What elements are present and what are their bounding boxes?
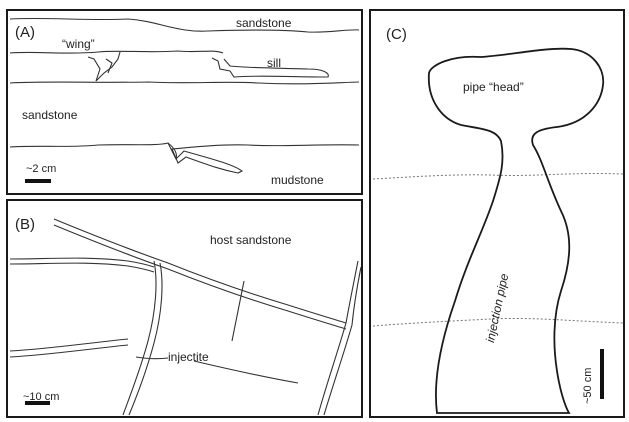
label-sandstone-mid: sandstone xyxy=(22,109,77,121)
bedding-trace-upper xyxy=(373,174,623,179)
label-sandstone-top: sandstone xyxy=(236,17,291,29)
panel-b-label: (B) xyxy=(15,217,35,232)
upper-sandstone-boundary xyxy=(10,18,359,32)
lower-sill-contact xyxy=(10,82,359,84)
scale-label-b: ~10 cm xyxy=(23,392,59,403)
host-bed-upper-edge xyxy=(54,219,346,323)
right-vertical-dike-b xyxy=(324,325,352,415)
label-mudstone: mudstone xyxy=(271,174,324,186)
panel-c: (C) pipe “head” injection pipe ~50 cm xyxy=(369,9,625,418)
upper-sill-contact xyxy=(10,51,223,53)
panel-a: (A) sandstone “wing” sill sandstone muds… xyxy=(6,9,363,195)
scale-label-c: ~50 cm xyxy=(583,368,594,404)
diagonal-left-upper xyxy=(10,258,154,267)
injectite-hairline-3 xyxy=(136,357,168,359)
left-vertical-dike-b xyxy=(129,263,162,415)
right-edge-vein-b xyxy=(352,267,361,325)
scale-bar xyxy=(600,349,604,399)
panel-b: (B) host sandstone injectite ~10 cm xyxy=(6,199,363,418)
pipe-head-and-pipe-outline xyxy=(429,49,603,413)
label-pipe-head: pipe “head” xyxy=(463,81,524,93)
left-vertical-dike-a xyxy=(123,261,156,415)
right-vertical-dike-a xyxy=(318,323,346,415)
left-horizontal-vein-b xyxy=(10,345,128,357)
wing-injection xyxy=(88,52,120,81)
panel-a-label: (A) xyxy=(15,25,35,40)
label-sill: sill xyxy=(267,57,281,69)
label-wing: “wing” xyxy=(62,38,95,50)
scale-label-a: ~2 cm xyxy=(26,164,56,175)
panel-c-drawing xyxy=(371,11,623,416)
diagonal-left-lower xyxy=(10,263,154,272)
injectite-hairline-1 xyxy=(232,281,244,341)
lower-mudstone-boundary xyxy=(10,143,359,173)
panel-a-drawing xyxy=(8,11,361,193)
scale-bar xyxy=(25,179,51,183)
label-host-sandstone: host sandstone xyxy=(210,234,291,246)
label-injectite: injectite xyxy=(168,351,209,363)
panel-c-label: (C) xyxy=(386,27,407,42)
host-bed-lower-edge xyxy=(54,225,346,329)
injectite-hairline-2 xyxy=(194,361,298,383)
left-horizontal-vein-a xyxy=(10,339,128,351)
panel-b-drawing xyxy=(8,201,361,416)
